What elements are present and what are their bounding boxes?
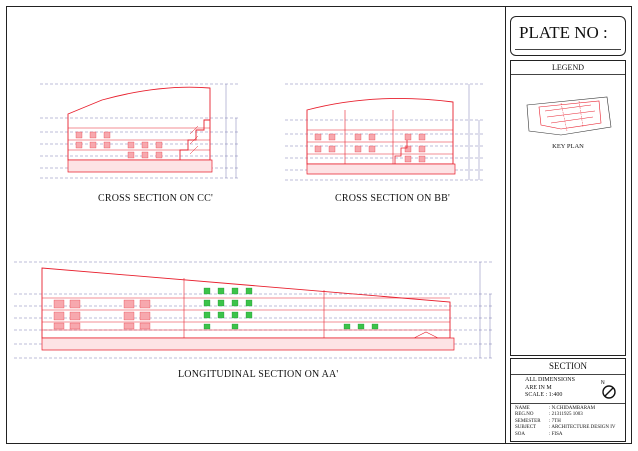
- dimensions-line: ARE IN M: [525, 384, 552, 391]
- info-key: SEMESTER: [515, 418, 541, 424]
- info-value: : FISA: [549, 431, 563, 437]
- info-key: SOA: [515, 431, 526, 437]
- info-key: REG.NO: [515, 412, 534, 418]
- info-value: : 21311925 1003: [549, 412, 583, 418]
- plate-number-box: PLATE NO :: [510, 16, 626, 56]
- info-row: SOA : FISA: [515, 432, 616, 438]
- info-key: SUBJECT: [515, 425, 537, 431]
- cross-section-bb-drawing: [285, 83, 485, 181]
- info-row: NAME : N.CHIDAMBARAM: [515, 406, 616, 412]
- info-row: REG.NO : 21311925 1003: [515, 412, 616, 418]
- dimensions-line: SCALE : 1:400: [525, 392, 563, 398]
- title-panel: PLATE NO : LEGEND KEY PLAN SECTION ALL D…: [510, 16, 626, 442]
- plate-title: PLATE NO :: [519, 23, 608, 42]
- dimensions-note: ALL DIMENSIONS ARE IN M SCALE : 1:400: [525, 377, 575, 400]
- caption-longitudinal-section-aa: LONGITUDINAL SECTION ON AA': [178, 369, 339, 380]
- info-value: : 7TH: [549, 418, 561, 424]
- section-title: SECTION: [549, 361, 587, 371]
- plate-rule: [515, 49, 621, 50]
- legend-title: LEGEND: [552, 63, 584, 72]
- legend-box: LEGEND KEY PLAN: [510, 60, 626, 356]
- student-info: NAME : N.CHIDAMBARAM REG.NO : 21311925 100…: [515, 406, 616, 438]
- info-row: SEMESTER : 7TH: [515, 419, 616, 425]
- info-rule: [511, 403, 625, 404]
- north-arrow-icon: N: [601, 380, 616, 399]
- dimensions-line: ALL DIMENSIONS: [525, 377, 575, 383]
- longitudinal-section-aa-drawing: [14, 261, 494, 359]
- north-label: N: [601, 380, 605, 386]
- caption-cross-section-cc: CROSS SECTION ON CC': [98, 193, 213, 204]
- sheet-border: [6, 6, 632, 444]
- key-plan-label: KEY PLAN: [552, 143, 584, 150]
- section-info-box: SECTION ALL DIMENSIONS ARE IN M SCALE : …: [510, 358, 626, 442]
- info-value: : ARCHITECTURE DESIGN IV: [549, 425, 616, 431]
- section-rule: [511, 374, 625, 375]
- info-value: : N.CHIDAMBARAM: [549, 406, 596, 411]
- key-plan-drawing: [526, 96, 612, 136]
- legend-rule: [511, 74, 625, 75]
- panel-divider: [505, 6, 506, 444]
- info-row: SUBJECT : ARCHITECTURE DESIGN IV: [515, 425, 616, 431]
- caption-cross-section-bb: CROSS SECTION ON BB': [335, 193, 450, 204]
- info-key: NAME: [515, 406, 530, 411]
- cross-section-cc-drawing: [40, 83, 240, 179]
